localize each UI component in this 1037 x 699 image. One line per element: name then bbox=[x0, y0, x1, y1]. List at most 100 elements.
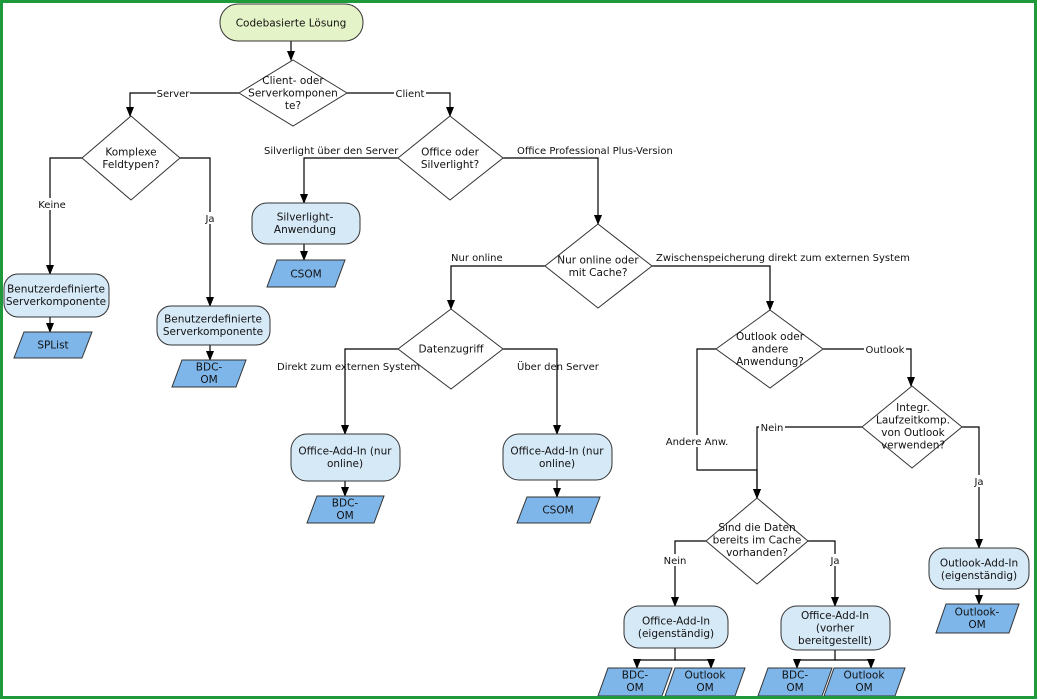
data-outlook-om-3 bbox=[935, 603, 1020, 634]
process-silverlight bbox=[251, 202, 361, 245]
p_silverlight-line-0: Silverlight- bbox=[277, 211, 334, 223]
p_addin_online1-line-1: online) bbox=[327, 458, 363, 470]
d_cache-line-1: bereits im Cache bbox=[713, 535, 802, 547]
d_integr-line-2: von Outlook bbox=[881, 427, 945, 439]
d_outlook_andere-line-1: andere bbox=[752, 344, 789, 356]
p_outlook_addin-line-0: Outlook-Add-In bbox=[940, 557, 1018, 569]
p_addin_vorher-line-1: (vorher bbox=[816, 623, 855, 635]
p_addin_vorher-line-2: bereitgestellt) bbox=[798, 635, 872, 647]
data-outlook-om-2 bbox=[823, 667, 906, 696]
process-benutzer-2 bbox=[156, 305, 271, 346]
d_nur_online-line-1: mit Cache? bbox=[569, 267, 628, 279]
data-csom-1-label: CSOM bbox=[290, 269, 321, 281]
d_outlook_andere-line-0: Outlook oder bbox=[736, 331, 805, 343]
io_csom2-line-0: CSOM bbox=[542, 505, 573, 517]
edge-keine bbox=[46, 157, 82, 275]
edge-ueber-server bbox=[503, 348, 561, 435]
process-outlook-addin bbox=[928, 547, 1030, 590]
io_outlook3-line-1: OM bbox=[968, 619, 985, 631]
io_outlook1-line-1: OM bbox=[696, 682, 713, 694]
p_silverlight-line-1: Anwendung bbox=[274, 224, 336, 236]
edge-nein-integr bbox=[753, 426, 862, 499]
io_outlook3-line-0: Outlook- bbox=[955, 606, 1000, 618]
d_outlook_andere-line-2: Anwendung? bbox=[736, 356, 804, 368]
io_bdc4-line-0: BDC- bbox=[782, 669, 809, 681]
decision-outlook-andere bbox=[715, 309, 824, 389]
io_bdc2-line-0: BDC- bbox=[332, 497, 359, 509]
decision-integr bbox=[861, 385, 963, 469]
edge-eigen-outlook bbox=[675, 659, 715, 669]
edge-outlook bbox=[823, 348, 915, 387]
decision-office-silverlight bbox=[397, 115, 504, 201]
io_bdc4-line-1: OM bbox=[786, 682, 803, 694]
edge-label-keine: Keine bbox=[38, 200, 65, 211]
process-addin-online-1 bbox=[290, 433, 401, 482]
d_office_silverlight-line-1: Silverlight? bbox=[421, 159, 479, 171]
data-bdc-om-4-label: BDC-OM bbox=[782, 669, 809, 694]
process-silverlight-label: Silverlight-Anwendung bbox=[274, 211, 336, 236]
io_bdc3-line-0: BDC- bbox=[622, 669, 649, 681]
process-addin-vorher bbox=[780, 605, 891, 651]
d_cache-line-0: Sind die Daten bbox=[718, 522, 795, 534]
edge-label-andere-anw: Andere Anw. bbox=[666, 437, 729, 448]
p_addin_online2-line-0: Office-Add-In (nur bbox=[510, 445, 604, 457]
d_cache-line-2: vorhanden? bbox=[726, 547, 788, 559]
edge-office-pro bbox=[503, 157, 602, 225]
flowchart-diagram: Server Client Keine Ja Silverlight über … bbox=[3, 3, 1030, 696]
edge-label-server: Server bbox=[157, 89, 191, 100]
decision-datenzugriff-label: Datenzugriff bbox=[418, 344, 484, 356]
p_addin_vorher-line-0: Office-Add-In bbox=[801, 610, 869, 622]
edges bbox=[46, 41, 983, 669]
p_benutzer1-line-0: Benutzerdefinierte bbox=[7, 283, 105, 295]
d_nur_online-line-0: Nur online oder bbox=[557, 254, 639, 266]
d_client_server-line-0: Client- oder bbox=[262, 75, 324, 87]
edge-label-direkt: Direkt zum externen System bbox=[277, 362, 420, 373]
edge-nur-online bbox=[447, 265, 545, 310]
data-csom-2-label: CSOM bbox=[542, 505, 573, 517]
d_office_silverlight-line-0: Office oder bbox=[421, 146, 480, 158]
data-bdc-om-1 bbox=[171, 359, 247, 388]
edge-eigen-bdc bbox=[633, 648, 676, 669]
edge-nein-cache bbox=[671, 540, 706, 607]
edge-labels: Server Client Keine Ja Silverlight über … bbox=[36, 87, 987, 567]
io_csom1-line-0: CSOM bbox=[290, 269, 321, 281]
p_outlook_addin-line-1: (eigenständig) bbox=[941, 570, 1017, 582]
d_komplexe-line-0: Komplexe bbox=[105, 146, 156, 158]
edge-label-ueber-server: Über den Server bbox=[517, 360, 600, 373]
edge-direkt bbox=[341, 348, 398, 435]
edge-label-ja-cache: Ja bbox=[829, 556, 839, 567]
edge-label-silverlight-server: Silverlight über den Server bbox=[264, 146, 399, 157]
d_integr-line-1: Laufzeitkomp. bbox=[876, 414, 950, 426]
edge-label-zwischen: Zwischenspeicherung direkt zum externen … bbox=[656, 253, 910, 264]
edge-label-ja-integr: Ja bbox=[973, 477, 983, 488]
edge-silverlight-server bbox=[300, 157, 398, 204]
d_datenzugriff-line-0: Datenzugriff bbox=[418, 344, 484, 356]
edge-vorher-bdc bbox=[793, 650, 836, 669]
io_outlook2-line-0: Outlook bbox=[844, 669, 886, 681]
data-bdc-om-3-label: BDC-OM bbox=[622, 669, 649, 694]
edge-label-client: Client bbox=[396, 89, 425, 100]
d_integr-line-0: Integr. bbox=[896, 402, 930, 414]
io_splist-line-0: SPList bbox=[37, 340, 68, 352]
data-splist bbox=[13, 331, 93, 359]
data-outlook-om-3-label: Outlook-OM bbox=[955, 606, 1000, 631]
io_outlook1-line-0: Outlook bbox=[685, 669, 727, 681]
edge-label-ja-komplexe: Ja bbox=[204, 214, 214, 225]
d_integr-line-3: verwenden? bbox=[881, 439, 945, 451]
decision-datenzugriff bbox=[397, 308, 504, 390]
data-bdc-om-2-label: BDC-OM bbox=[332, 497, 359, 522]
p_benutzer2-line-1: Serverkomponente bbox=[163, 326, 263, 338]
p_benutzer1-line-1: Serverkomponente bbox=[6, 296, 106, 308]
